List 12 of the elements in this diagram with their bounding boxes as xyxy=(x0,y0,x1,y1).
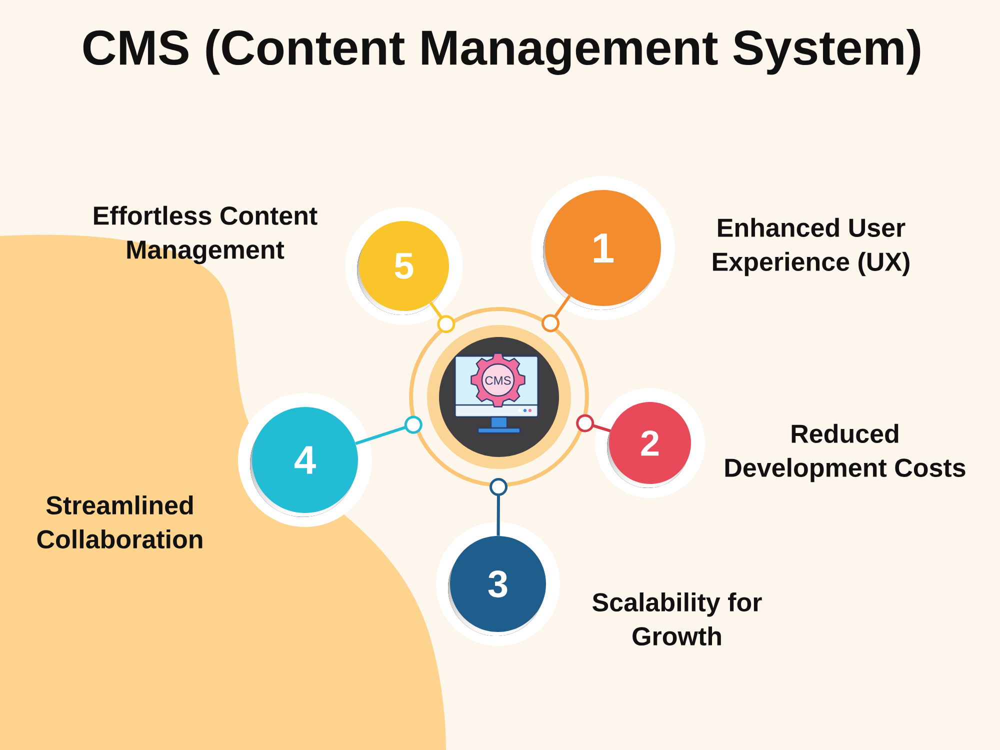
connector xyxy=(576,414,612,432)
connector xyxy=(355,416,422,445)
feature-label: Streamlined Collaboration xyxy=(37,495,202,549)
title: CMS (Content Management System) xyxy=(83,29,920,75)
feature-label: Reduced Development Costs xyxy=(725,424,966,482)
feature-label: Enhanced User Experience (UX) xyxy=(713,218,910,276)
connector xyxy=(490,478,508,536)
connector xyxy=(542,294,571,332)
icon-label: CMS xyxy=(485,376,511,385)
connector xyxy=(429,302,456,334)
feature-label: Scalability for Growth xyxy=(592,592,762,646)
feature-label: Effortless Content Management xyxy=(94,206,318,264)
